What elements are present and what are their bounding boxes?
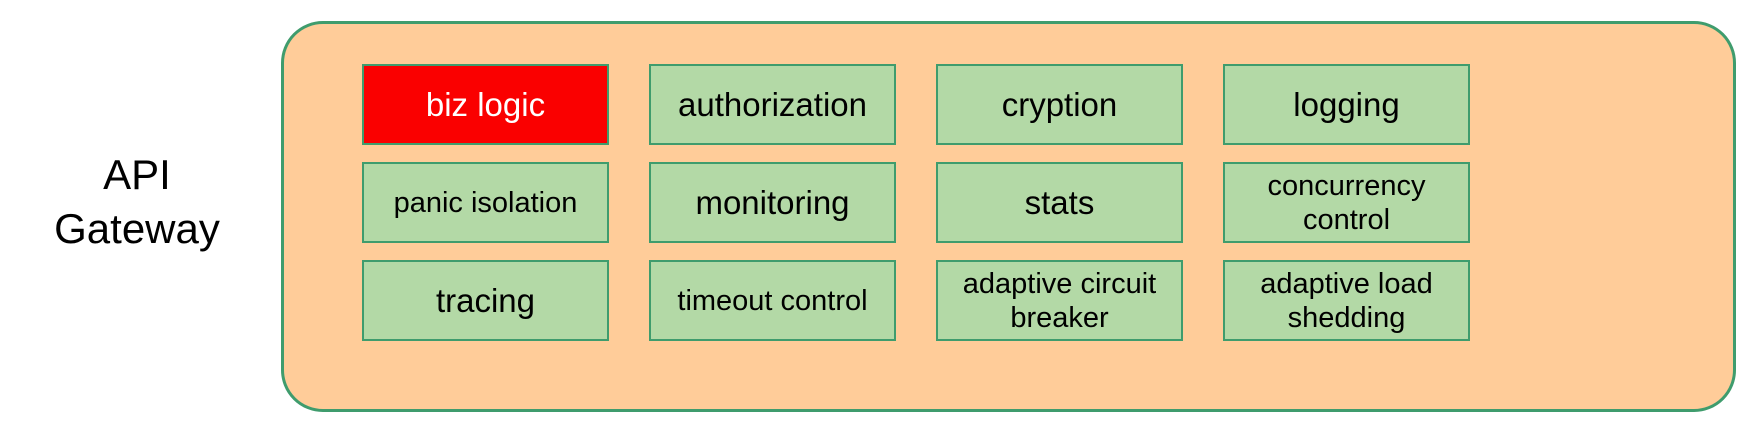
feature-box[interactable]: logging <box>1223 64 1470 145</box>
feature-box[interactable]: adaptive load shedding <box>1223 260 1470 341</box>
feature-box[interactable]: authorization <box>649 64 896 145</box>
feature-box[interactable]: monitoring <box>649 162 896 243</box>
feature-grid: biz logic authorization cryption logging pan… <box>362 64 1652 341</box>
feature-box[interactable]: adaptive circuit breaker <box>936 260 1183 341</box>
feature-box[interactable]: cryption <box>936 64 1183 145</box>
feature-box[interactable]: panic isolation <box>362 162 609 243</box>
api-gateway-panel: biz logic authorization cryption logging pan… <box>281 21 1736 412</box>
api-gateway-label: API Gateway <box>54 151 220 252</box>
feature-box[interactable]: concurrency control <box>1223 162 1470 243</box>
feature-box[interactable]: stats <box>936 162 1183 243</box>
feature-box[interactable]: biz logic <box>362 64 609 145</box>
feature-box[interactable]: tracing <box>362 260 609 341</box>
feature-box[interactable]: timeout control <box>649 260 896 341</box>
